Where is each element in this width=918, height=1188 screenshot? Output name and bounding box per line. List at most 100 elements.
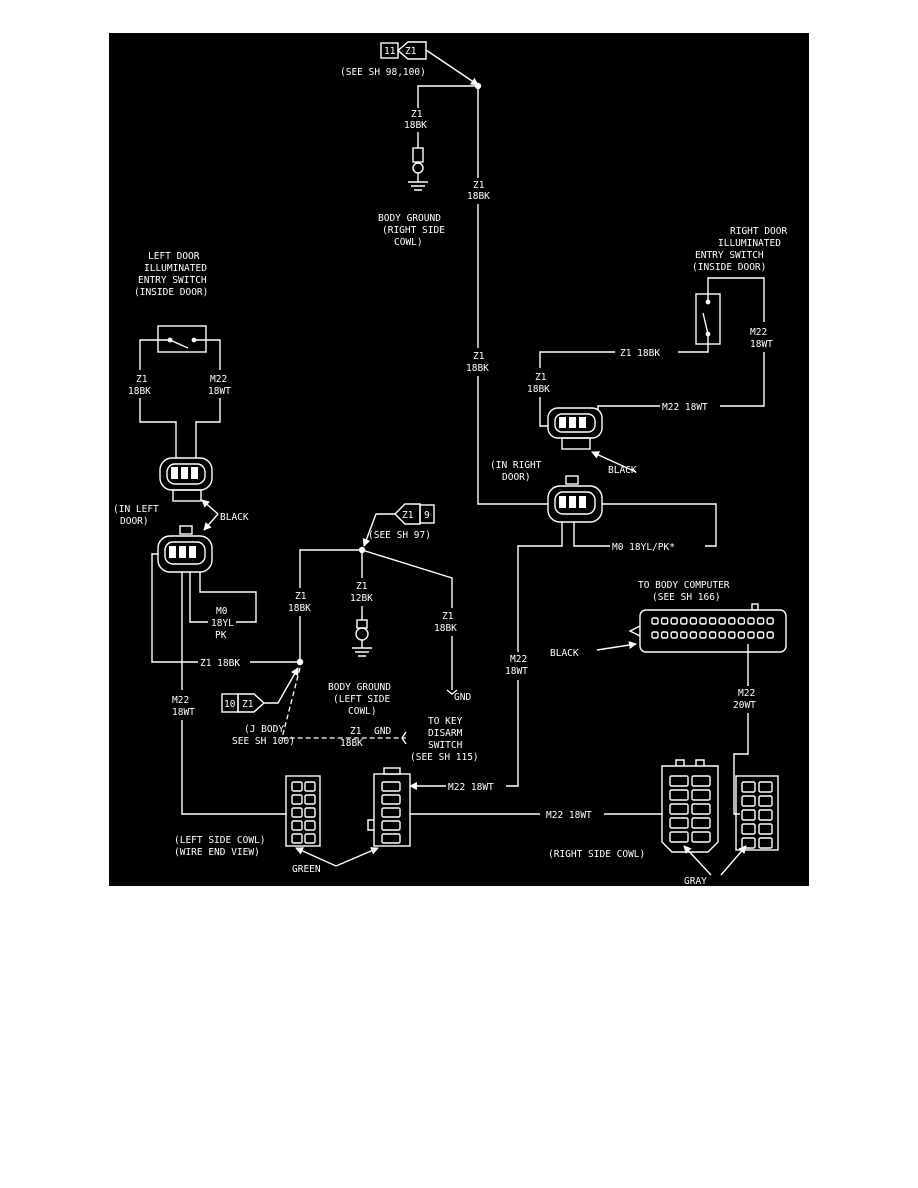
connector-pin [691,831,711,843]
body-computer-connector [628,603,787,653]
connector-pin [670,617,678,625]
connector-pin [660,617,669,625]
black-label-left: BLACK [220,512,249,523]
connector-pin [304,781,316,792]
connector-pin [699,617,707,625]
wire-label: Z1 18BK [620,348,660,359]
top-splice-cavity: 11 [384,46,396,57]
mid-splice-tag: Z1 9 [394,503,435,525]
connector-pin [741,837,756,849]
left-door-connector-lower [157,525,213,573]
black-label-right: BLACK [608,465,637,476]
right-side-cowl-connector-a [661,759,719,853]
text-line: (LEFT SIDE [333,694,390,705]
text-line: (RIGHT SIDE [382,225,445,236]
wire-label: M22 [210,374,227,385]
wire-label: M22 18WT [546,810,592,821]
wire-label: 18WT [505,666,528,677]
connector-pin [669,831,689,843]
gnd-label-a: GND [454,692,471,703]
wire-label: 18BK [434,623,457,634]
right-side-cowl-connector-b [735,775,779,851]
connector-pin [691,817,711,829]
connector-pin [381,820,401,831]
text-line: ENTRY SWITCH [695,250,764,261]
connector-pin [741,823,756,835]
connector-pin [758,781,773,793]
connector-pin [651,617,659,625]
top-splice-circuit: Z1 [405,46,417,57]
connector-pin [381,833,401,844]
connector-pin [669,817,689,829]
right-ground-symbol [408,147,428,191]
connector-pin [291,807,303,818]
connector-pin [381,781,401,792]
jbody-splice-cavity: 10 [224,699,236,710]
jbody-splice-tag: 10 Z1 [221,693,266,713]
connector-pin [291,781,303,792]
right-side-cowl-label: (RIGHT SIDE COWL) [548,849,645,860]
connector-pin [737,631,746,639]
text-line: (SEE SH 115) [410,752,479,763]
connector-pin [691,775,711,787]
wire-label: M0 [216,606,228,617]
wire-label: 18WT [172,707,195,718]
diagram-panel [109,33,809,886]
text-line: (INSIDE DOOR) [134,287,208,298]
connector-pin [304,820,316,831]
text-line: COWL) [348,706,377,717]
wire-label: Z1 18BK [200,658,240,669]
wire-label: 18WT [208,386,231,397]
connector-pin [747,617,755,625]
connector-pin [291,820,303,831]
wire-label: M22 [510,654,527,665]
connector-pin [741,795,756,807]
body-ground-right-label: BODY GROUND [378,213,441,224]
black-label-computer: BLACK [550,648,579,659]
text-line: SEE SH 100) [232,736,295,747]
connector-pin [381,807,401,818]
left-side-cowl-label: (LEFT SIDE COWL) [174,835,266,846]
wire-label: 18BK [467,191,490,202]
wire-label: PK [215,630,227,641]
left-side-cowl-connector-b [367,767,411,847]
jbody-splice-circuit: Z1 [242,699,254,710]
mid-splice-circuit: Z1 [402,510,414,521]
connector-pin [691,789,711,801]
left-door-connector-upper [159,457,213,502]
text-line: ILLUMINATED [718,238,781,249]
jbody-splice-ref: (J BODY [244,724,284,735]
wire-to-right-ground [417,85,478,108]
connector-pin [718,617,726,625]
connector-pin [766,631,774,639]
wire-label: M0 18YL/PK* [612,542,675,553]
text-line: DISARM [428,728,463,739]
connector-pin [766,617,774,625]
connector-pin [304,794,316,805]
wire-label: Z1 [356,581,368,592]
connector-pin [304,833,316,844]
connector-pin [670,631,678,639]
text-line: COWL) [394,237,423,248]
connector-pin [291,794,303,805]
green-label: GREEN [292,864,321,875]
left-side-cowl-connector-a [285,775,321,847]
connector-pin [718,631,726,639]
wire-label: Z1 [535,372,547,383]
text-line: ENTRY SWITCH [138,275,207,286]
gray-label: GRAY [684,876,707,887]
top-splice-ref: (SEE SH 98,100) [340,67,426,78]
text-line: ILLUMINATED [144,263,207,274]
text-line: DOOR) [502,472,531,483]
connector-pin [689,631,698,639]
connector-pin [691,803,711,815]
wire-label: 18BK [340,738,363,749]
connector-pin [728,631,736,639]
connector-pin [699,631,707,639]
left-junction [296,658,304,666]
text-line: DOOR) [120,516,149,527]
connector-pin [381,794,401,805]
wire-label: Z1 [411,109,423,120]
connector-pin [728,617,736,625]
wire-label: Z1 [473,351,485,362]
